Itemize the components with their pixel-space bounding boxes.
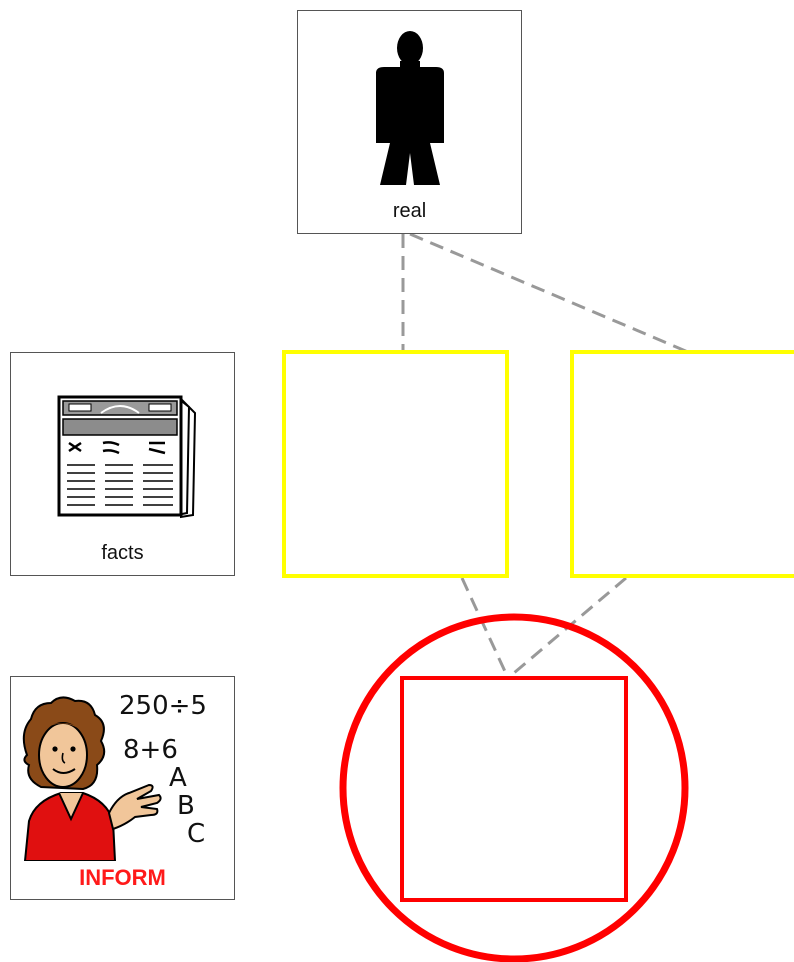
- target-slot[interactable]: [400, 676, 628, 902]
